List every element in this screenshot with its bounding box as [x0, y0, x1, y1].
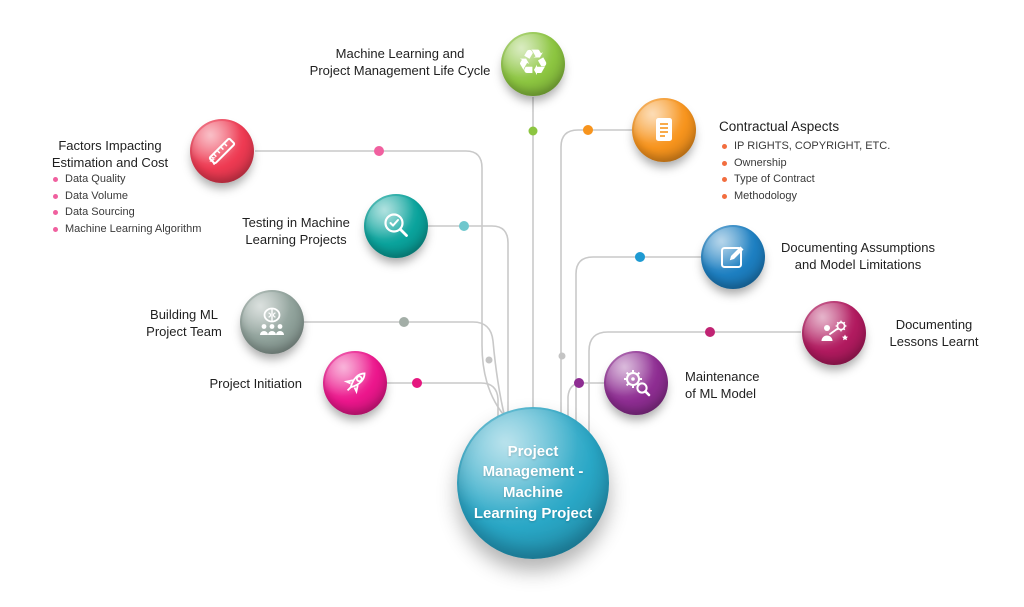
label-factors: Factors Impacting Estimation and Cost	[51, 138, 169, 170]
ruler-rupee-icon: ₹	[205, 134, 239, 168]
connector-contractual	[560, 129, 632, 435]
label-assumptions: Documenting Assumptions and Model Limita…	[781, 240, 935, 272]
bullet-item: IP RIGHTS, COPYRIGHT, ETC.	[721, 140, 921, 153]
dot-factors	[374, 146, 384, 156]
label-maintenance: Maintenance of ML Model	[685, 369, 760, 401]
rocket-icon	[338, 366, 372, 400]
presenter-gear-icon	[817, 317, 851, 349]
node-testing	[364, 194, 428, 258]
connector-initiation	[387, 382, 499, 425]
connector-lessons	[588, 331, 801, 438]
recycle-icon: ♻	[516, 43, 550, 84]
magnifier-check-icon	[380, 210, 412, 242]
dot-lifecycle	[528, 126, 538, 136]
svg-text:₹: ₹	[209, 156, 216, 168]
node-team	[240, 290, 304, 354]
connector-team	[304, 321, 506, 419]
dot-lessons	[705, 327, 715, 337]
bullet-item: Data Quality	[52, 173, 232, 186]
contractual-bullets: IP RIGHTS, COPYRIGHT, ETC. Ownership Typ…	[721, 140, 921, 207]
dot-initiation	[412, 378, 422, 388]
connector-maintenance	[567, 382, 604, 420]
gear-magnifier-icon	[619, 366, 653, 400]
edit-square-icon	[717, 241, 749, 273]
node-contractual	[632, 98, 696, 162]
label-initiation: Project Initiation	[209, 376, 303, 391]
node-maintenance	[604, 351, 668, 415]
document-icon	[649, 114, 679, 146]
node-lessons	[802, 301, 866, 365]
label-lessons: Documenting Lessons Learnt	[889, 317, 979, 349]
node-lifecycle: ♻	[501, 32, 565, 96]
brain-team-icon	[253, 305, 291, 339]
dot-bend-left	[485, 356, 493, 364]
connector-assumptions	[575, 256, 701, 430]
dot-team	[399, 317, 409, 327]
connector-factors	[255, 150, 509, 421]
bullet-item: Data Volume	[52, 190, 232, 203]
label-team: Building ML Project Team	[146, 307, 222, 339]
node-initiation	[323, 351, 387, 415]
label-lifecycle: Machine Learning and Project Management …	[309, 46, 491, 78]
factors-bullets: Data Quality Data Volume Data Sourcing M…	[52, 173, 232, 240]
bullet-item: Data Sourcing	[52, 207, 232, 219]
center-node: Project Management - Machine Learning Pr…	[457, 407, 609, 559]
dot-testing	[459, 221, 469, 231]
dot-contractual	[583, 125, 593, 135]
connector-testing	[428, 225, 509, 425]
node-assumptions	[701, 225, 765, 289]
bullet-item: Ownership	[721, 157, 921, 170]
dot-assumptions	[635, 252, 645, 262]
center-label: Project Management - Machine Learning Pr…	[473, 442, 593, 522]
label-contractual: Contractual Aspects	[719, 119, 840, 134]
label-testing: Testing in Machine Learning Projects	[242, 215, 350, 247]
node-factors: ₹	[190, 119, 254, 183]
bullet-item: Machine Learning Algorithm	[52, 223, 232, 236]
bullet-item: Type of Contract	[721, 174, 921, 186]
bullet-item: Methodology	[721, 190, 921, 203]
dot-bend-right	[558, 352, 566, 360]
dot-maintenance	[574, 378, 584, 388]
